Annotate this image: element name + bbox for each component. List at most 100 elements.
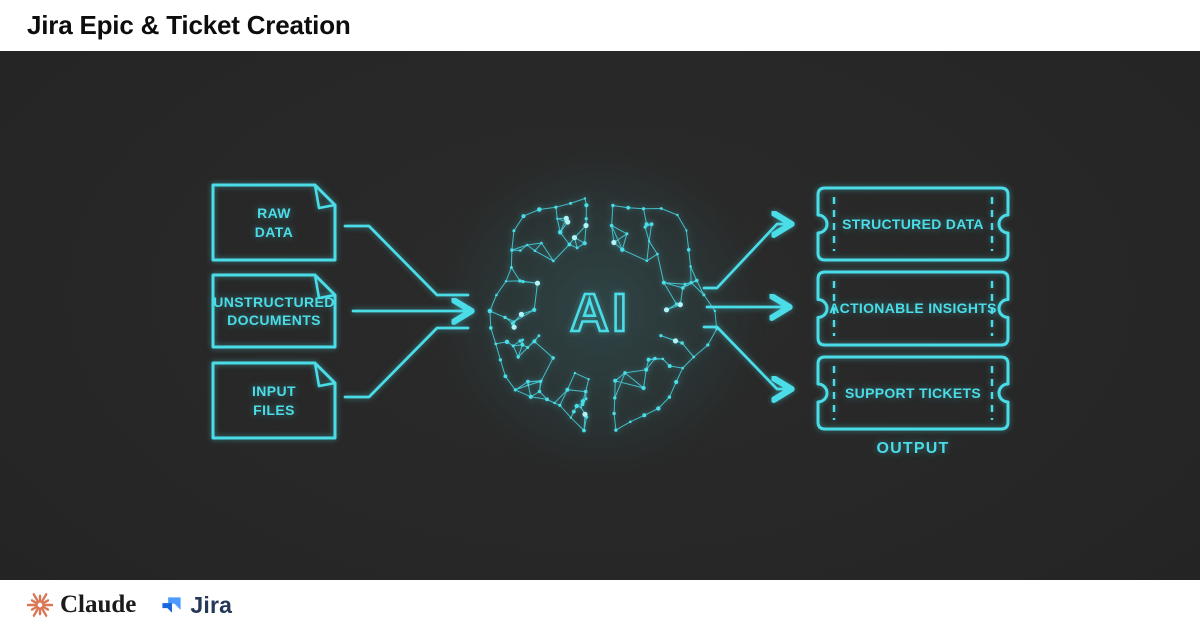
brain-node: [613, 378, 618, 383]
brain-node: [487, 308, 493, 314]
brain-node: [643, 225, 647, 229]
brain-node: [558, 403, 562, 407]
brain-node: [526, 379, 530, 384]
brain-node: [645, 259, 649, 263]
input-label-line: DATA: [254, 223, 294, 240]
brain-node: [489, 326, 493, 330]
brain-node: [512, 229, 516, 233]
jira-mark-icon: [162, 596, 182, 613]
ticket-icons: [816, 186, 1010, 431]
document-icon: [211, 183, 337, 262]
brain-node: [582, 241, 587, 246]
brain-node: [674, 379, 679, 385]
brain-node: [584, 397, 588, 401]
brain-node: [715, 327, 719, 331]
brain-node: [667, 364, 672, 368]
brain-node: [649, 222, 654, 227]
brain-node: [565, 219, 571, 225]
brain-node: [620, 247, 625, 252]
brain-node: [532, 307, 537, 312]
brain-node: [683, 282, 687, 286]
brain-node: [583, 197, 587, 200]
brain-node: [656, 406, 661, 411]
brain-node: [584, 217, 588, 221]
input-box-input-files: INPUT FILES: [213, 363, 335, 438]
brain-node: [518, 339, 522, 343]
brain-node: [503, 374, 508, 379]
brain-node: [537, 207, 542, 212]
ticket-label: SUPPORT TICKETS: [845, 384, 981, 401]
brain-node: [511, 324, 517, 330]
brain-node: [575, 246, 579, 250]
document-fold-icon: [313, 273, 337, 300]
input-label-line: DOCUMENTS: [227, 312, 321, 328]
flow-support-tickets-arrow: [702, 325, 791, 389]
brain-node: [582, 411, 588, 417]
brain-node: [681, 286, 685, 290]
brain-node: [553, 401, 556, 405]
brain-node: [569, 201, 573, 205]
brain-node: [629, 420, 632, 424]
input-label-line: INPUT: [252, 383, 296, 400]
ticket-label: STRUCTURED DATA: [842, 215, 984, 232]
ticket-structured-data: STRUCTURED DATA: [818, 188, 1008, 260]
brain-node: [583, 389, 588, 394]
brain-node: [661, 357, 665, 361]
brain-node: [509, 266, 513, 269]
brain-node: [677, 302, 683, 308]
brain-node: [573, 371, 577, 375]
ticket-label: ACTIONABLE INSIGHTS: [829, 300, 997, 317]
brain-node: [583, 222, 589, 229]
brain-node: [526, 346, 530, 349]
flow-structured-data-arrow: [702, 224, 791, 290]
brain-node: [713, 309, 717, 313]
brain-node: [504, 280, 508, 283]
brain-node: [533, 249, 537, 253]
brain-node: [513, 388, 517, 392]
brain-node: [672, 338, 679, 344]
brain-node: [571, 409, 576, 414]
brain-node: [659, 207, 663, 210]
brain-node: [674, 302, 679, 306]
spark-ray: [40, 606, 48, 617]
brain-node: [520, 342, 525, 347]
brain-node: [571, 235, 578, 241]
brain-node: [647, 240, 651, 243]
brain-node: [551, 356, 555, 360]
brain-node: [526, 243, 529, 247]
output-caption: OUTPUT: [876, 439, 950, 457]
brain-node: [521, 280, 525, 284]
brain-node: [554, 205, 558, 209]
brain-node: [494, 342, 498, 346]
brain-node: [611, 239, 617, 246]
brain-node: [516, 355, 520, 359]
ticket-support-tickets: SUPPORT TICKETS: [818, 357, 1008, 429]
brain-node: [565, 387, 570, 392]
brain-node: [706, 343, 710, 347]
jira-wordmark: Jira: [190, 591, 233, 618]
brain-node: [626, 205, 631, 210]
brain-node: [644, 222, 649, 227]
input-label-line: UNSTRUCTURED: [213, 293, 335, 310]
brain-node: [569, 416, 573, 419]
brain-network-icon: [487, 197, 719, 433]
footer-bar: Claude Jira: [0, 580, 1200, 630]
diagram-canvas: AI RAW DATA UNSTRUCTURED DOCUMENTS INPUT…: [0, 51, 1200, 580]
flow-arrows: [343, 224, 791, 397]
spark-ray: [30, 605, 39, 611]
spark-ray: [30, 599, 39, 605]
spark-ray: [41, 605, 50, 611]
brain-node: [623, 371, 627, 375]
brain-node: [513, 320, 516, 323]
brain-node: [552, 259, 555, 263]
brain-node: [702, 293, 706, 297]
document-icon: [211, 273, 337, 349]
input-box-raw-data: RAW DATA: [213, 185, 335, 260]
brain-node: [503, 315, 507, 320]
ticket-icon: [816, 270, 1010, 347]
brain-node: [518, 279, 522, 283]
document-fold-icon: [313, 361, 337, 388]
brain-node: [498, 358, 502, 362]
brain-node: [641, 385, 646, 391]
brain-node: [663, 307, 670, 313]
